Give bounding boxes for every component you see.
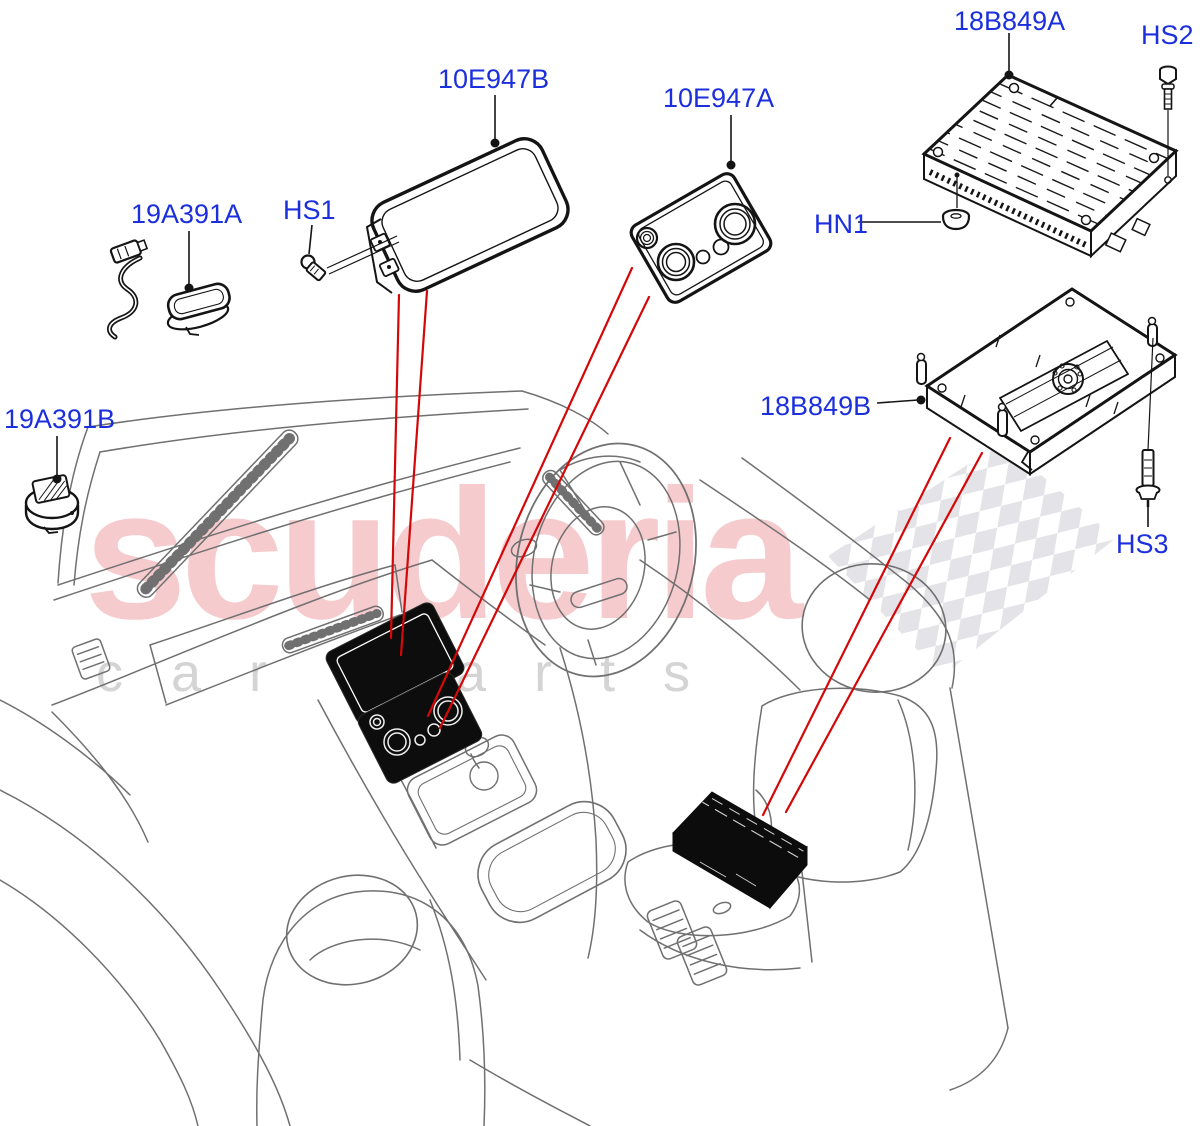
floor-vent-grilles [646,900,732,986]
part-10E947B-display-unit[interactable] [365,132,574,298]
console-control-panel[interactable] [356,670,485,786]
part-label-HS2[interactable]: HS2 [1141,20,1194,50]
watermark-primary-text: scuderia [84,452,805,658]
gear-shifter [406,734,538,846]
part-HS1-screw[interactable] [300,235,400,282]
defroster-vent-strip [71,429,605,680]
driver-seat [255,874,591,1126]
part-HN1-nut[interactable] [941,172,971,231]
callout-leader-lines [52,33,1149,527]
part-label-18B849B[interactable]: 18B849B [760,391,872,421]
red-leader-lines [389,266,984,817]
part-HS3-screw[interactable] [1135,337,1161,507]
part-label-HS3[interactable]: HS3 [1116,529,1169,559]
part-label-HN1[interactable]: HN1 [814,209,869,239]
part-HS2-bolt[interactable] [1159,65,1177,184]
watermark: scuderia car parts [84,442,1116,703]
checkered-flag-watermark [828,442,1116,676]
speaker-top-grille [31,474,71,504]
armrest-console [477,800,627,924]
part-label-18B849A[interactable]: 18B849A [954,6,1066,36]
part-label-10E947A[interactable]: 10E947A [663,83,775,113]
part-label-10E947B[interactable]: 10E947B [438,64,550,94]
part-18B849B-amplifier[interactable] [916,287,1178,476]
amp-b-flange [1052,363,1084,395]
part-label-19A391A[interactable]: 19A391A [131,199,243,229]
part-label-19A391B[interactable]: 19A391B [4,404,116,434]
steering-wheel [510,442,697,678]
part-label-HS1[interactable]: HS1 [283,195,336,225]
car-interior-drawing [0,390,1009,1126]
part-19A391A-microphone[interactable] [107,237,232,340]
part-19A391B-speaker[interactable] [24,474,80,534]
part-10E947A-control-panel[interactable] [628,170,774,305]
